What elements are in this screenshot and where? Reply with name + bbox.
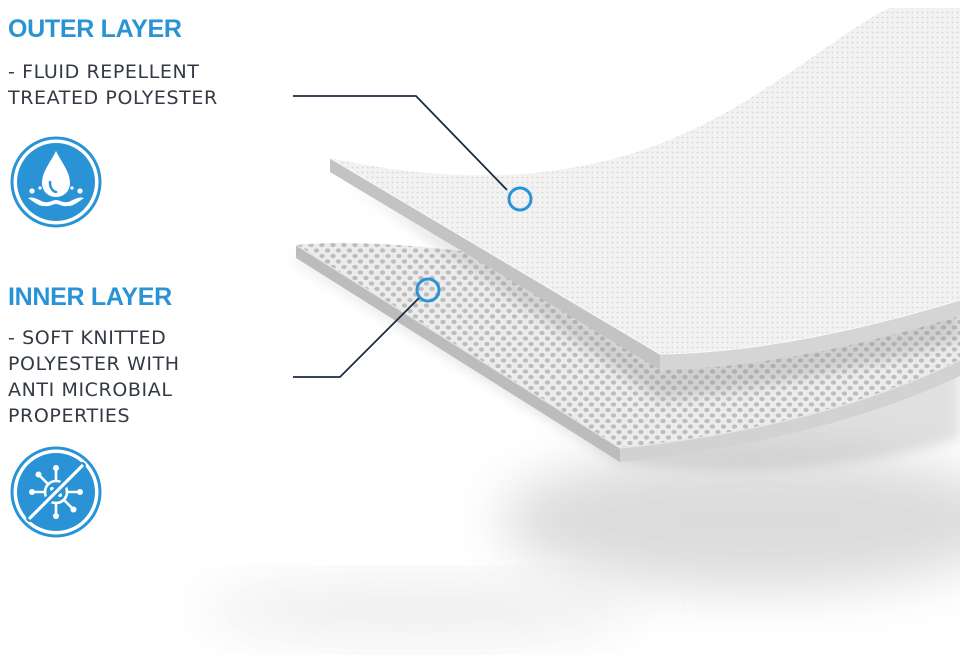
inner-layer-description: - SOFT KNITTED POLYESTER WITH ANTI MICRO… bbox=[8, 325, 180, 429]
anti-microbial-icon bbox=[10, 446, 102, 538]
outer-layer-marker bbox=[507, 186, 533, 212]
inner-layer-marker bbox=[415, 277, 441, 303]
inner-layer-heading: INNER LAYER bbox=[8, 283, 172, 311]
inner-layer-leader-line bbox=[293, 297, 420, 378]
outer-layer-leader-line bbox=[293, 95, 508, 191]
outer-layer-fabric bbox=[329, 8, 960, 370]
outer-layer-heading: OUTER LAYER bbox=[8, 15, 182, 43]
outer-layer-description-line: TREATED POLYESTER bbox=[8, 87, 218, 109]
inner-layer-description-line: PROPERTIES bbox=[8, 405, 131, 427]
outer-layer-description: - FLUID REPELLENT TREATED POLYESTER bbox=[8, 59, 218, 111]
outer-layer-description-line: - FLUID REPELLENT bbox=[8, 61, 200, 83]
fabric-ground-shadow-faint bbox=[200, 582, 640, 638]
inner-layer-description-line: - SOFT KNITTED bbox=[8, 327, 167, 349]
inner-layer-description-line: POLYESTER WITH bbox=[8, 353, 180, 375]
water-drop-icon bbox=[10, 136, 102, 228]
inner-layer-description-line: ANTI MICROBIAL bbox=[8, 379, 173, 401]
fabric-ground-shadow bbox=[500, 450, 960, 590]
